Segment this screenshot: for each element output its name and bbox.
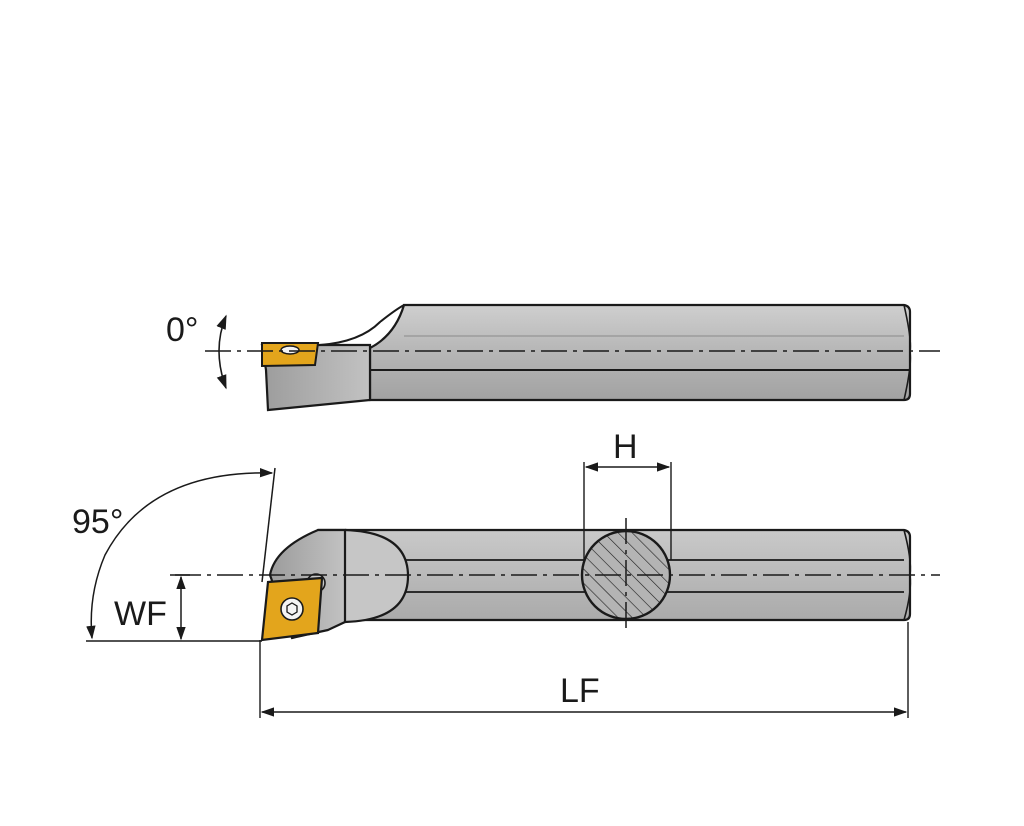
wf-label: WF <box>114 595 167 633</box>
top-insert-screw <box>280 345 300 355</box>
top-angle-arc <box>216 314 227 390</box>
h-label: H <box>613 428 638 466</box>
approach-angle-label: 95° <box>72 503 123 541</box>
bottom-neck-bulb <box>344 528 410 624</box>
top-shank-end-chamfer <box>903 304 912 401</box>
top-angle-label: 0° <box>166 311 199 349</box>
bottom-insert-screw <box>280 597 304 621</box>
dimensions: H LF WF 95° <box>72 428 909 718</box>
approach-angle-arc <box>86 467 274 640</box>
top-neck-curve <box>319 304 405 346</box>
hex-socket-icon <box>286 602 298 616</box>
top-view: 0° <box>166 303 940 412</box>
bottom-view <box>175 518 940 642</box>
top-shank <box>368 303 912 402</box>
lf-label: LF <box>560 672 600 710</box>
